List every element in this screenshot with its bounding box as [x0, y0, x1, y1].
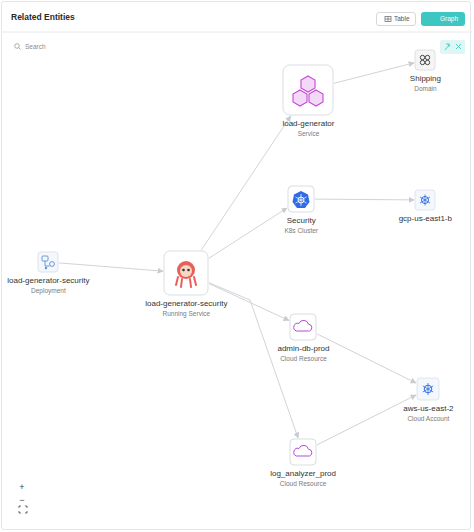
entity-name: Security [282, 215, 320, 226]
entity-name: load-generator-security [5, 275, 92, 286]
relation-arrow [334, 63, 414, 84]
entity-type: Service [280, 129, 337, 139]
zoom-button: + [17, 482, 27, 492]
search-icon [15, 44, 21, 50]
entity-node: load-generator-securityRunning Service [143, 251, 230, 319]
entity-name: aws-us-east-2 [401, 403, 456, 414]
relation-arrow [59, 263, 163, 271]
entity-name: log_analyzer_prod [268, 468, 338, 479]
entity-name: load-generator-security [143, 298, 230, 309]
cloud-account-icon [415, 190, 435, 210]
cloud-resource-icon [290, 439, 316, 465]
entity-type: K8s Cluster [282, 226, 320, 236]
zoom-button: − [17, 495, 27, 505]
cloud-account-icon [417, 378, 439, 400]
entity-type: Running Service [143, 309, 230, 319]
entity-node: log_analyzer_prodCloud Resource [268, 439, 338, 489]
relation-arrow [201, 116, 290, 250]
relation-arrow [317, 395, 416, 445]
search-placeholder: Search [25, 43, 46, 50]
entity-name: admin-db-prod [275, 343, 332, 354]
entity-node: load-generator-securityDeployment [5, 252, 92, 296]
service-icon [283, 65, 333, 115]
deployment-icon [38, 252, 58, 272]
kubernetes-icon [288, 186, 314, 212]
toggle-button: Table [376, 12, 416, 26]
argo-icon [164, 251, 208, 295]
entity-node: gcp-us-east1-b [396, 190, 454, 224]
entity-type: Cloud Account [401, 414, 456, 424]
filter-toggle [440, 40, 465, 54]
entity-node: aws-us-east-2Cloud Account [401, 378, 456, 424]
entity-type: Cloud Resource [275, 354, 332, 364]
entity-node: admin-db-prodCloud Resource [275, 314, 332, 364]
table-icon [385, 17, 391, 22]
entity-type: Domain [407, 84, 443, 94]
entity-name: load-generator [280, 118, 337, 129]
panel-title: Related Entities [11, 12, 75, 22]
relation-arrow [315, 199, 414, 201]
zoom-fit-icon [19, 506, 27, 513]
entity-node: SecurityK8s Cluster [282, 186, 320, 236]
entity-name: Shipping [407, 73, 443, 84]
domain-icon [415, 50, 435, 70]
entity-node: ShippingDomain [407, 50, 443, 94]
relation-arrow [317, 334, 416, 383]
entity-node: load-generatorService [280, 65, 337, 139]
entity-type: Deployment [5, 286, 92, 296]
entity-name: gcp-us-east1-b [396, 213, 454, 224]
toggle-button: Graph [421, 12, 465, 26]
relation-arrow [209, 208, 287, 258]
entity-type: Cloud Resource [268, 479, 338, 489]
cloud-resource-icon [290, 314, 316, 340]
